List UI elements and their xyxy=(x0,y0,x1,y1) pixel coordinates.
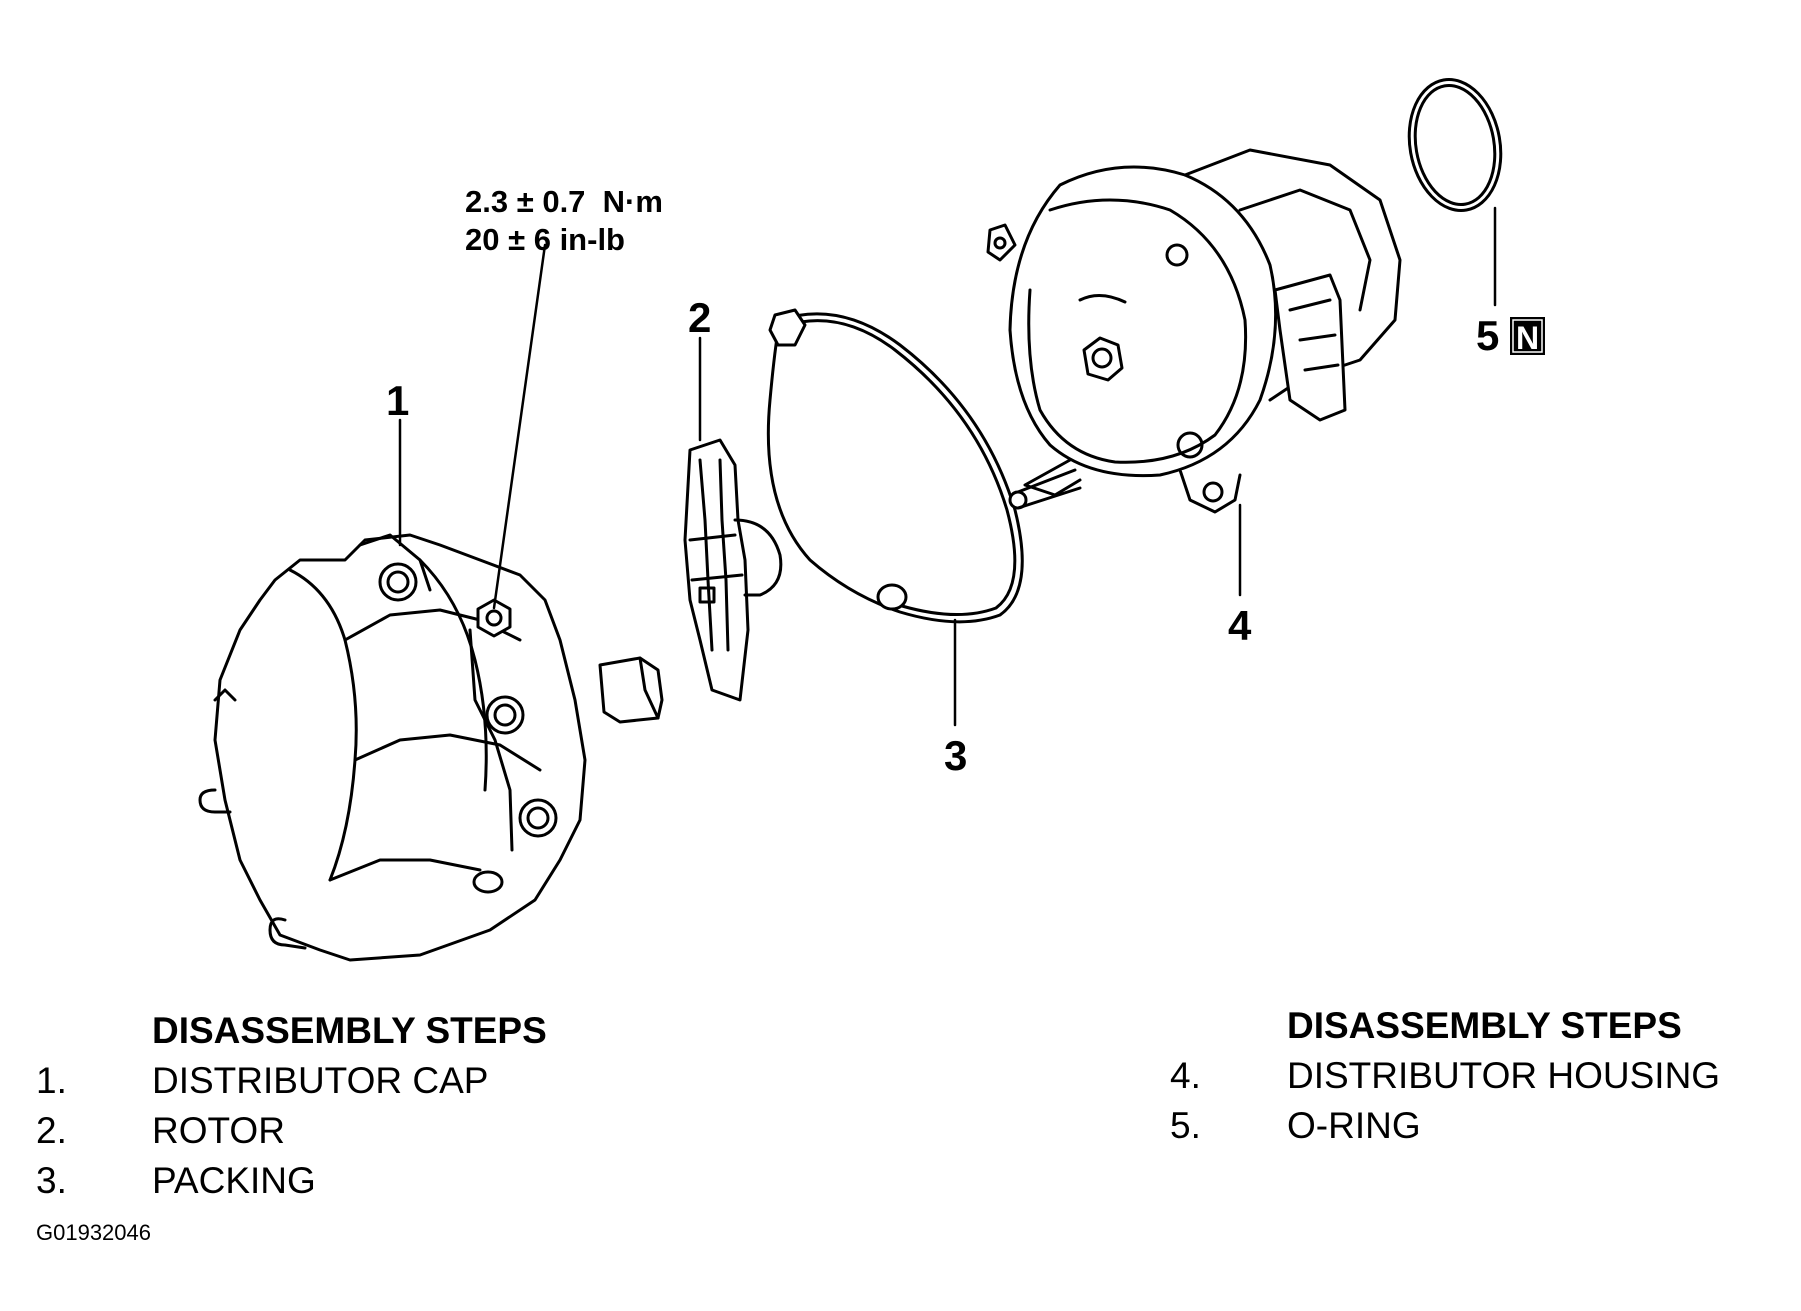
rotor-drawing xyxy=(683,438,783,702)
step-label: DISTRIBUTOR HOUSING xyxy=(1287,1055,1721,1096)
step-label: DISTRIBUTOR CAP xyxy=(152,1060,489,1101)
distributor-housing-drawing xyxy=(986,148,1402,514)
leader-line-torque xyxy=(492,243,547,610)
step-number: 4. xyxy=(1170,1055,1201,1096)
step-label: O-RING xyxy=(1287,1105,1421,1146)
callout-2: 2 xyxy=(688,294,711,341)
legend-left-title: DISASSEMBLY STEPS xyxy=(152,1010,547,1051)
callout-3: 3 xyxy=(944,732,967,779)
figure-code: G01932046 xyxy=(36,1220,151,1245)
new-part-badge: N xyxy=(1510,317,1545,356)
step-number: 5. xyxy=(1170,1105,1201,1146)
distributor-cap-drawing xyxy=(198,533,587,962)
step-label: ROTOR xyxy=(152,1110,285,1151)
exploded-diagram: 1 2 3 4 5 N 2.3 ± 0.7 N·m 20 ± 6 in-lb xyxy=(198,78,1545,962)
step-number: 3. xyxy=(36,1160,67,1201)
step-number: 1. xyxy=(36,1060,67,1101)
callout-5: 5 xyxy=(1476,312,1499,359)
rotor-cap-drawing xyxy=(598,656,664,724)
packing-drawing xyxy=(766,308,1024,624)
callout-1: 1 xyxy=(386,377,409,424)
o-ring-drawing xyxy=(1407,78,1503,212)
torque-spec-imperial: 20 ± 6 in-lb xyxy=(465,222,625,257)
torque-spec-metric: 2.3 ± 0.7 N·m xyxy=(465,184,663,219)
step-number: 2. xyxy=(36,1110,67,1151)
callout-4: 4 xyxy=(1228,602,1252,649)
legend-right-title: DISASSEMBLY STEPS xyxy=(1287,1005,1682,1046)
step-label: PACKING xyxy=(152,1160,316,1201)
new-part-badge-label: N xyxy=(1516,320,1539,356)
